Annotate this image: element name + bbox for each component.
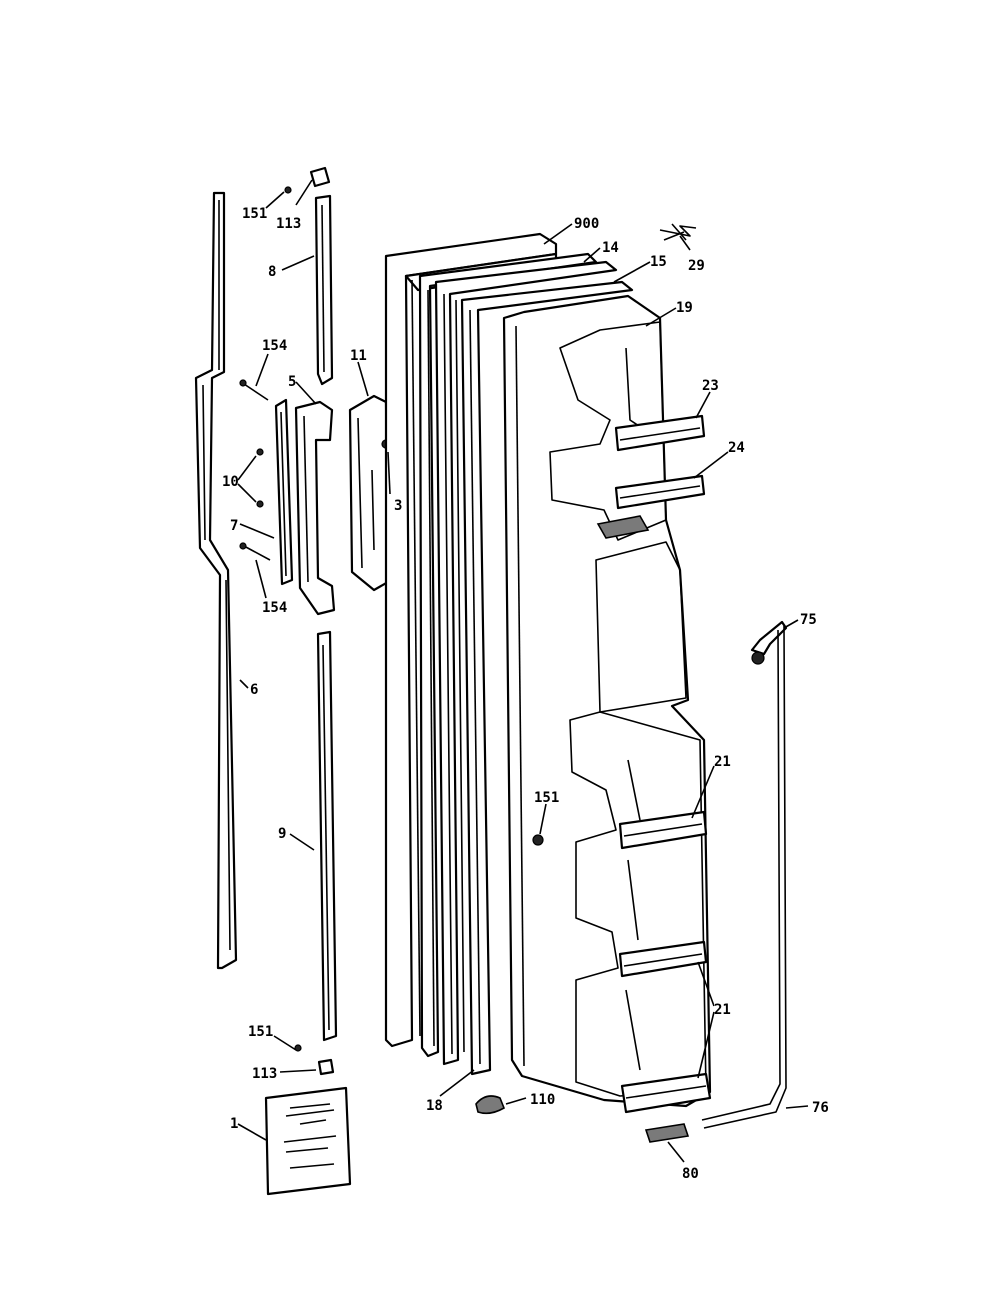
callout-80: 80: [682, 1166, 699, 1182]
part-21-shelf-b: [618, 940, 708, 978]
part-1-instruction-card: [264, 1086, 352, 1196]
callout-labels: 151 113 8 154 5 11 3 10 7 154 6 9 151 11…: [222, 206, 829, 1182]
part-19-inner-liner: [502, 294, 712, 1108]
part-6-handle-trim: [194, 191, 238, 970]
screws: [239, 186, 302, 1052]
callout-24: 24: [728, 440, 745, 456]
part-7-handle-insert: [274, 398, 294, 586]
callout-9: 9: [278, 826, 286, 842]
callout-11: 11: [350, 348, 367, 364]
callout-10: 10: [222, 474, 239, 490]
part-110-cap: [475, 1095, 506, 1115]
callout-154-bottom: 154: [262, 600, 287, 616]
callout-1: 1: [230, 1116, 238, 1132]
shelves: [614, 414, 712, 1114]
part-75-76-tube: [701, 620, 788, 1129]
leader-lines: [237, 179, 809, 1163]
callout-23: 23: [702, 378, 719, 394]
callout-19: 19: [676, 300, 693, 316]
callout-15: 15: [650, 254, 667, 270]
part-29-clip: [659, 223, 697, 241]
callout-76: 76: [812, 1100, 829, 1116]
part-23-shelf: [614, 414, 706, 452]
callout-18: 18: [426, 1098, 443, 1114]
callout-7: 7: [230, 518, 238, 534]
callout-110: 110: [530, 1092, 555, 1108]
callout-154-top: 154: [262, 338, 287, 354]
callout-151-top: 151: [242, 206, 267, 222]
callout-21-upper: 21: [714, 754, 731, 770]
part-5-handle: [294, 400, 336, 616]
part-21-shelf-c: [620, 1072, 712, 1114]
callout-113-top: 113: [276, 216, 301, 232]
part-15-liner-frame: [434, 260, 618, 1066]
part-14-gasket: [418, 252, 598, 1058]
callout-21-lower: 21: [714, 1002, 731, 1018]
part-11-mount-plate: [348, 394, 391, 592]
callout-5: 5: [288, 374, 296, 390]
part-18-breaker-strip: [460, 280, 634, 1076]
part-80-connector: [644, 1123, 690, 1143]
callout-29: 29: [688, 258, 705, 274]
callout-900: 900: [574, 216, 599, 232]
callout-113-bottom: 113: [252, 1066, 277, 1082]
callout-8: 8: [268, 264, 276, 280]
callout-75: 75: [800, 612, 817, 628]
part-8-upper-trim: [309, 166, 334, 386]
callout-6: 6: [250, 682, 258, 698]
callout-14: 14: [602, 240, 619, 256]
callout-3: 3: [394, 498, 402, 514]
callout-151-bottom: 151: [248, 1024, 273, 1040]
part-9-lower-trim: [316, 630, 338, 1076]
callout-151-liner: 151: [534, 790, 559, 806]
